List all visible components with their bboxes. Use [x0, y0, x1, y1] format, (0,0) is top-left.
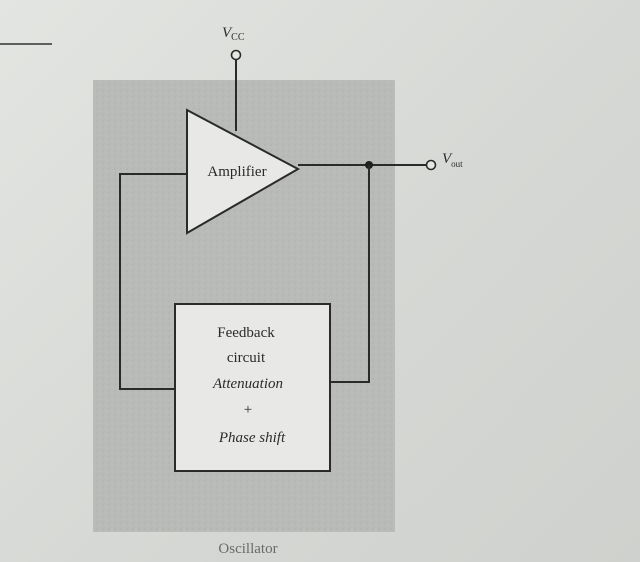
output-terminal: [425, 159, 437, 171]
feedback-wire-right: [330, 165, 370, 383]
output-label-sub: out: [451, 159, 463, 169]
oscillator-caption: Oscillator: [218, 541, 277, 557]
supply-label: VCC: [222, 25, 245, 43]
feedback-circuit-box: [174, 303, 331, 472]
amplifier-triangle: [186, 108, 301, 235]
feedback-title-line2: circuit: [227, 350, 266, 366]
feedback-plus: +: [244, 402, 252, 418]
feedback-title-line1: Feedback: [217, 325, 275, 341]
output-label: Vout: [442, 151, 463, 169]
amplifier-label: Amplifier: [207, 164, 266, 180]
feedback-wire-left: [119, 173, 187, 390]
feedback-attenuation: Attenuation: [212, 376, 283, 392]
supply-label-sub: CC: [231, 32, 245, 43]
supply-terminal: [230, 49, 242, 61]
feedback-phase-shift: Phase shift: [218, 430, 286, 446]
output-label-main: V: [442, 151, 453, 167]
supply-label-main: V: [222, 25, 233, 41]
